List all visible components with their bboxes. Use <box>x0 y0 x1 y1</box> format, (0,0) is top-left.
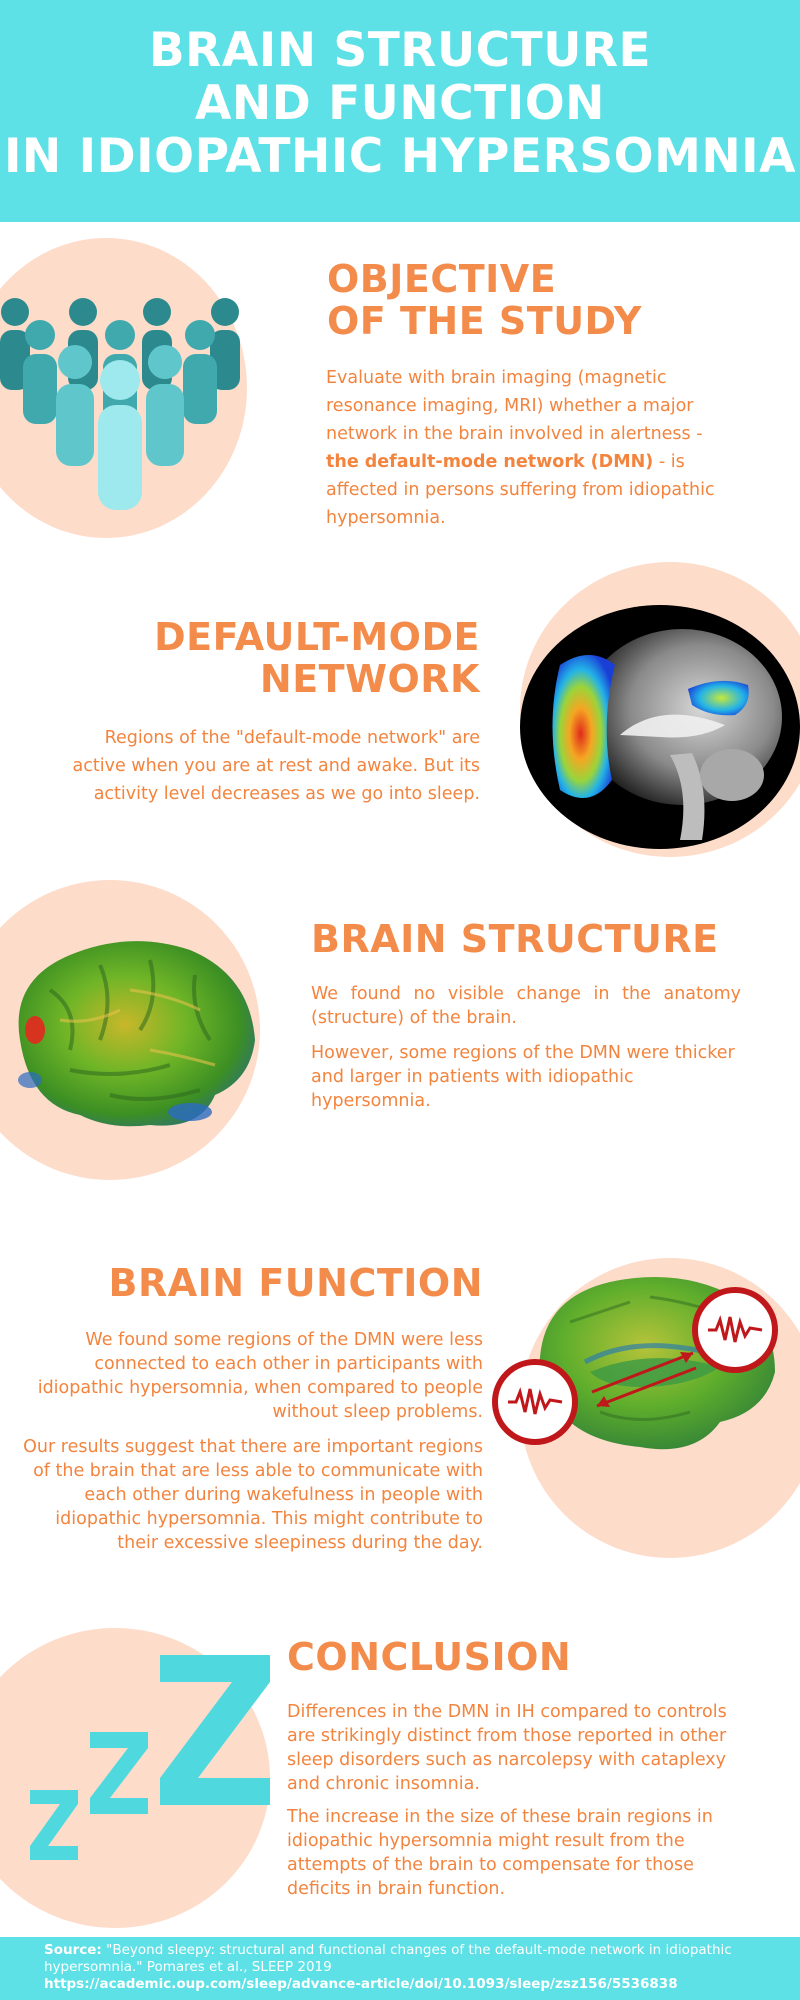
objective-heading: OBJECTIVE OF THE STUDY <box>327 258 767 342</box>
function-heading: BRAIN FUNCTION <box>108 1261 483 1305</box>
objective-heading-line-2: OF THE STUDY <box>327 299 642 343</box>
dmn-text: Regions of the "default-mode network" ar… <box>72 728 480 804</box>
function-para-1: We found some regions of the DMN were le… <box>37 1330 483 1422</box>
source-label: Source: <box>44 1942 102 1958</box>
source-citation: Source: "Beyond sleepy: structural and f… <box>44 1942 800 1976</box>
brain-surface-icon <box>18 941 256 1127</box>
brain-connectivity-icon <box>492 1277 778 1450</box>
dmn-heading-line-2: NETWORK <box>259 657 480 701</box>
objective-heading-line-1: OBJECTIVE <box>327 257 557 301</box>
sleep-zzz-icon <box>30 1655 270 1860</box>
function-para-2: Our results suggest that there are impor… <box>23 1437 483 1553</box>
dmn-heading-line-1: DEFAULT-MODE <box>154 615 480 659</box>
header-banner: BRAIN STRUCTURE AND FUNCTION IN IDIOPATH… <box>0 0 800 222</box>
source-url[interactable]: https://academic.oup.com/sleep/advance-a… <box>44 1976 678 1992</box>
conclusion-heading: CONCLUSION <box>287 1635 572 1679</box>
people-group-icon <box>0 298 240 510</box>
conclusion-para-1: Differences in the DMN in IH compared to… <box>287 1702 727 1794</box>
title-line-1: BRAIN STRUCTURE <box>148 23 652 78</box>
structure-heading: BRAIN STRUCTURE <box>311 917 719 961</box>
objective-text: Evaluate with brain imaging (magnetic re… <box>326 364 728 532</box>
title-line-2: AND FUNCTION <box>194 76 606 131</box>
dmn-heading: DEFAULT-MODE NETWORK <box>120 616 480 700</box>
brain-mri-scan-icon <box>520 605 800 849</box>
source-footer: Source: "Beyond sleepy: structural and f… <box>0 1937 800 2000</box>
objective-text-bold: the default-mode network (DMN) <box>326 452 654 472</box>
structure-para-1: We found no visible change in the anatom… <box>311 984 741 1028</box>
structure-para-2: However, some regions of the DMN were th… <box>311 1043 735 1111</box>
page-title: BRAIN STRUCTURE AND FUNCTION IN IDIOPATH… <box>0 24 800 183</box>
objective-text-post: - is affected in persons suffering from … <box>326 452 715 528</box>
title-line-3: IN IDIOPATHIC HYPERSOMNIA <box>3 129 797 184</box>
source-text: "Beyond sleepy: structural and functiona… <box>44 1942 732 1975</box>
conclusion-para-2: The increase in the size of these brain … <box>287 1807 713 1899</box>
objective-text-pre: Evaluate with brain imaging (magnetic re… <box>326 368 703 444</box>
